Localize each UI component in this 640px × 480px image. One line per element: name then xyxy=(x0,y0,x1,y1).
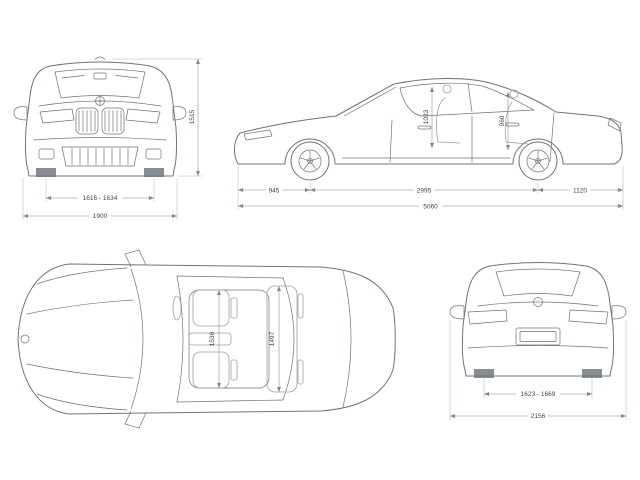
rear-window xyxy=(495,268,581,297)
dim-front-width-label: 1900 xyxy=(93,213,108,220)
passenger-seat xyxy=(192,351,230,389)
side-body-outline xyxy=(234,78,623,165)
roof-antenna-icon xyxy=(94,56,106,60)
bumper-line xyxy=(33,137,167,141)
rearview-mirror xyxy=(93,72,107,80)
front-seat xyxy=(436,84,461,144)
sun-visors xyxy=(61,75,139,79)
rear-car-drawing xyxy=(449,262,627,378)
top-car-drawing xyxy=(17,249,396,429)
rear-seat xyxy=(504,89,529,145)
front-car-drawing xyxy=(13,56,187,177)
front-wheel-left xyxy=(36,168,56,177)
kidney-grille-right xyxy=(101,107,125,135)
side-mirror-left xyxy=(449,305,465,320)
rear-headrest-right xyxy=(297,359,304,385)
dim-front-headroom-label: 1033 xyxy=(423,109,430,124)
side-view: 1033 960 945 2995 1120 5060 xyxy=(234,78,624,211)
side-mirror-left xyxy=(13,106,28,121)
front-body-outline xyxy=(24,61,178,177)
driver-headrest xyxy=(230,297,238,319)
rear-spokes xyxy=(528,150,548,170)
side-mirror-right xyxy=(172,106,187,121)
rear-body-outline xyxy=(461,262,615,377)
side-scoop-left xyxy=(38,148,55,160)
plate-recess xyxy=(515,327,561,346)
hood-edge-lines xyxy=(36,267,128,411)
dim-height-label: 1515 xyxy=(189,109,196,124)
side-headlight xyxy=(243,129,273,141)
taillight-right xyxy=(568,309,609,325)
front-wheel-right xyxy=(144,168,164,177)
side-glass xyxy=(399,82,535,117)
rear-window-line xyxy=(282,277,295,401)
roof-edges xyxy=(176,275,284,403)
side-dimensions: 1033 960 945 2995 1120 5060 xyxy=(237,87,624,211)
trunk-crease xyxy=(477,301,599,307)
rear-headrest-left xyxy=(297,293,304,319)
dim-rear-headroom-label: 960 xyxy=(499,115,506,126)
side-car-drawing xyxy=(234,78,623,181)
lower-intake xyxy=(61,146,139,167)
passenger-headrest xyxy=(230,359,238,381)
dim-rear-width-label: 2156 xyxy=(531,413,546,420)
roundel-cross xyxy=(95,96,105,106)
rear-dimensions: 1623 - 1669 2156 xyxy=(449,321,627,420)
door-handle-front xyxy=(417,125,432,130)
windshield-top-line xyxy=(176,275,184,403)
taillight-left xyxy=(467,309,508,325)
rear-wheel-left xyxy=(474,369,494,378)
windshield-line xyxy=(343,86,397,117)
dim-length-label: 5060 xyxy=(423,204,438,211)
front-dimensions: 1616 - 1634 1900 1515 xyxy=(22,58,202,220)
kidney-grille-left xyxy=(75,107,99,135)
dim-wheelbase-label: 2995 xyxy=(417,188,432,195)
dim-rear-interior-width-label: 1497 xyxy=(269,331,276,346)
rear-view: 1623 - 1669 2156 xyxy=(449,262,627,420)
door-lines xyxy=(389,112,555,163)
dim-rear-track-label: 1623 - 1669 xyxy=(521,391,556,398)
cowl-line xyxy=(130,268,144,410)
headlight-left xyxy=(39,108,75,124)
bmw-roundel-icon xyxy=(533,297,543,307)
rear-wheel-right xyxy=(582,369,602,378)
rear-bench xyxy=(266,285,298,393)
front-view: 1616 - 1634 1900 1515 xyxy=(13,56,202,220)
center-console xyxy=(188,332,232,346)
top-view: 1536 1497 xyxy=(17,249,396,429)
side-taillight xyxy=(607,117,622,132)
intake-slats xyxy=(71,148,129,165)
license-plate xyxy=(519,331,557,342)
front-windshield xyxy=(54,68,146,99)
driver-seat xyxy=(192,289,230,327)
hood-crease-lines xyxy=(26,299,134,379)
front-rim xyxy=(298,149,322,173)
rear-tire xyxy=(518,141,558,181)
mirror-top xyxy=(124,249,147,268)
top-dimensions: 1536 1497 xyxy=(209,286,281,392)
rear-rim xyxy=(526,149,550,173)
b-pillar xyxy=(467,82,473,113)
side-mirror-right xyxy=(611,305,627,320)
dim-rear-overhang-label: 1120 xyxy=(573,188,587,195)
steering-wheel xyxy=(172,295,182,321)
headlight-right xyxy=(125,108,161,124)
dim-front-interior-width-label: 1536 xyxy=(209,331,216,346)
top-body-outline xyxy=(17,263,396,415)
bmw-roundel-icon xyxy=(20,334,30,344)
dim-front-track-label: 1616 - 1634 xyxy=(83,195,118,202)
dim-front-overhang-label: 945 xyxy=(269,188,280,195)
side-scoop-right xyxy=(145,148,162,160)
front-spokes xyxy=(300,150,320,170)
front-tire xyxy=(290,141,330,181)
mirror-bottom xyxy=(124,410,147,429)
trunk-line xyxy=(342,270,352,408)
rear-bumper-line xyxy=(467,345,609,349)
grille-slats xyxy=(78,110,122,132)
